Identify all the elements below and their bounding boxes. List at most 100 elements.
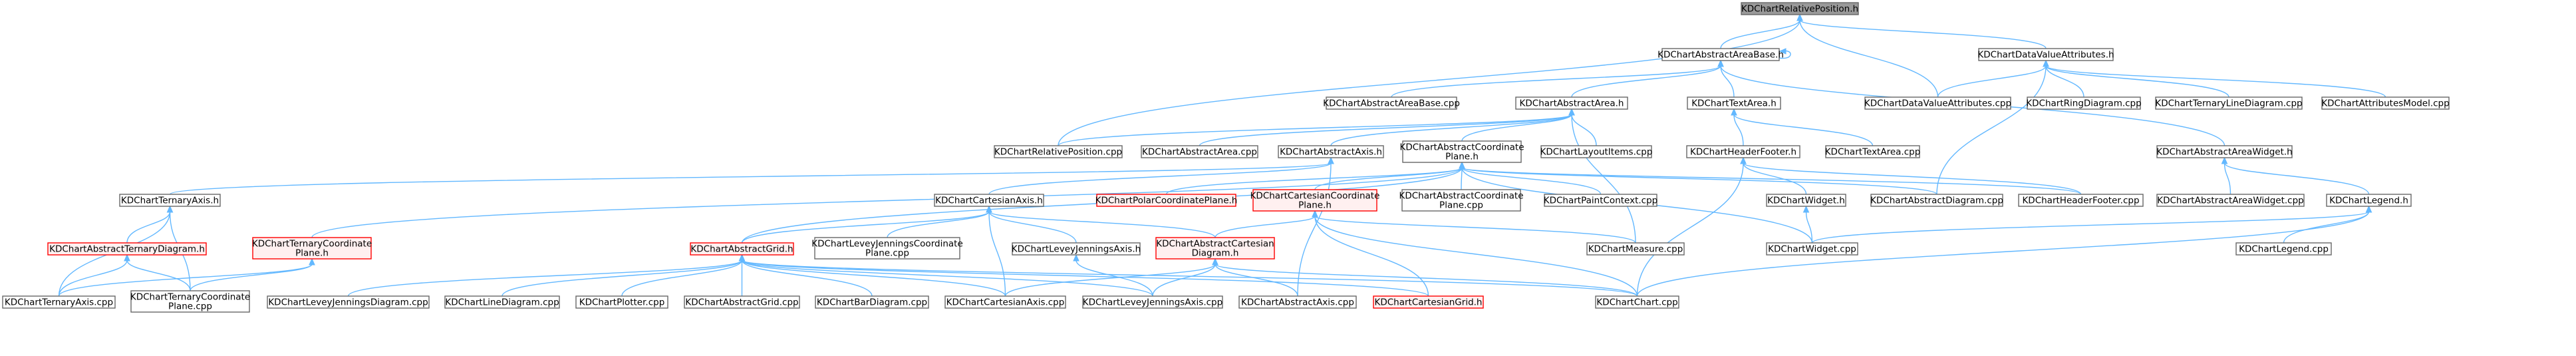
node-box[interactable] bbox=[934, 194, 1044, 207]
node-lineDiagram-cpp[interactable]: KDChartLineDiagram.cpp bbox=[444, 295, 560, 309]
node-box[interactable] bbox=[1326, 96, 1457, 110]
node-widget-h[interactable]: KDChartWidget.h bbox=[1766, 194, 1846, 207]
node-dataValueAttributes-cpp[interactable]: KDChartDataValueAttributes.cpp bbox=[1864, 96, 2011, 110]
node-box[interactable] bbox=[1540, 145, 1652, 158]
node-box[interactable] bbox=[2018, 194, 2144, 207]
node-dataValueAttributes-h[interactable]: KDChartDataValueAttributes.h bbox=[1977, 48, 2114, 61]
node-box[interactable] bbox=[1544, 194, 1657, 207]
node-abstractAxis-h[interactable]: KDChartAbstractAxis.h bbox=[1278, 145, 1384, 158]
node-box[interactable] bbox=[1141, 145, 1258, 158]
node-abstractAxis-cpp[interactable]: KDChartAbstractAxis.cpp bbox=[1238, 295, 1357, 309]
node-box[interactable] bbox=[2156, 145, 2293, 158]
node-box[interactable] bbox=[1096, 194, 1236, 207]
node-abstractAreaWidget-cpp[interactable]: KDChartAbstractAreaWidget.cpp bbox=[2156, 194, 2305, 207]
node-plotter-cpp[interactable]: KDChartPlotter.cpp bbox=[575, 295, 668, 309]
node-box[interactable] bbox=[47, 242, 207, 256]
node-box[interactable] bbox=[267, 295, 430, 309]
node-box[interactable] bbox=[944, 295, 1066, 309]
node-box[interactable] bbox=[2235, 242, 2332, 256]
node-chart-cpp[interactable]: KDChartChart.cpp bbox=[1595, 295, 1679, 309]
node-textArea-h[interactable]: KDChartTextArea.h bbox=[1687, 96, 1781, 110]
node-abstractTernaryDiagram-h[interactable]: KDChartAbstractTernaryDiagram.h bbox=[47, 242, 207, 256]
node-ternaryAxis-cpp[interactable]: KDChartTernaryAxis.cpp bbox=[2, 295, 116, 309]
node-box[interactable] bbox=[1586, 242, 1685, 256]
node-box[interactable] bbox=[1825, 145, 1920, 158]
node-root[interactable]: KDChartRelativePosition.h bbox=[1741, 2, 1859, 15]
node-relativePosition-cpp[interactable]: KDChartRelativePosition.cpp bbox=[994, 145, 1123, 158]
node-box[interactable] bbox=[119, 194, 221, 207]
node-box[interactable] bbox=[130, 290, 250, 313]
node-box[interactable] bbox=[1687, 96, 1781, 110]
node-cartesianAxis-h[interactable]: KDChartCartesianAxis.h bbox=[934, 194, 1044, 207]
node-cartesianGrid-h[interactable]: KDChartCartesianGrid.h bbox=[1373, 295, 1484, 309]
node-box[interactable] bbox=[2155, 96, 2303, 110]
node-box[interactable] bbox=[2, 295, 116, 309]
node-box[interactable] bbox=[1766, 242, 1858, 256]
node-barDiagram-cpp[interactable]: KDChartBarDiagram.cpp bbox=[815, 295, 929, 309]
node-ternaryAxis-h[interactable]: KDChartTernaryAxis.h bbox=[119, 194, 221, 207]
node-box[interactable] bbox=[575, 295, 668, 309]
node-box[interactable] bbox=[2321, 96, 2450, 110]
node-box[interactable] bbox=[444, 295, 560, 309]
node-box[interactable] bbox=[1864, 96, 2011, 110]
node-box[interactable] bbox=[1155, 237, 1275, 260]
node-polarCoordinatePlane-h[interactable]: KDChartPolarCoordinatePlane.h bbox=[1095, 194, 1238, 207]
node-box[interactable] bbox=[1766, 194, 1846, 207]
node-headerFooter-h[interactable]: KDChartHeaderFooter.h bbox=[1686, 145, 1800, 158]
node-box[interactable] bbox=[1082, 295, 1223, 309]
node-leveyJenningsAxis-h[interactable]: KDChartLeveyJenningsAxis.h bbox=[1012, 242, 1141, 256]
node-abstractAreaBase-h[interactable]: KDChartAbstractAreaBase.h bbox=[1657, 48, 1784, 61]
node-box[interactable] bbox=[1012, 242, 1141, 256]
node-abstractArea-h[interactable]: KDChartAbstractArea.h bbox=[1515, 96, 1628, 110]
node-abstractGrid-h[interactable]: KDChartAbstractGrid.h bbox=[690, 242, 794, 256]
node-box[interactable] bbox=[1238, 295, 1357, 309]
node-box[interactable] bbox=[994, 145, 1123, 158]
node-cartesianAxis-cpp[interactable]: KDChartCartesianAxis.cpp bbox=[944, 295, 1066, 309]
node-box[interactable] bbox=[690, 242, 794, 256]
node-box[interactable] bbox=[815, 295, 929, 309]
node-widget-cpp[interactable]: KDChartWidget.cpp bbox=[1766, 242, 1858, 256]
node-headerFooter-cpp[interactable]: KDChartHeaderFooter.cpp bbox=[2018, 194, 2144, 207]
node-abstractAreaWidget-h[interactable]: KDChartAbstractAreaWidget.h bbox=[2156, 145, 2293, 158]
node-abstractDiagram-cpp[interactable]: KDChartAbstractDiagram.cpp bbox=[1870, 194, 2003, 207]
node-box[interactable] bbox=[252, 237, 372, 260]
node-layoutItems-cpp[interactable]: KDChartLayoutItems.cpp bbox=[1540, 145, 1653, 158]
node-legend-h[interactable]: KDChartLegend.h bbox=[2326, 194, 2412, 207]
node-box[interactable] bbox=[1401, 189, 1521, 212]
node-box[interactable] bbox=[1870, 194, 2003, 207]
node-paintContext-cpp[interactable]: KDChartPaintContext.cpp bbox=[1544, 194, 1658, 207]
node-abstractArea-cpp[interactable]: KDChartAbstractArea.cpp bbox=[1141, 145, 1258, 158]
node-box[interactable] bbox=[1373, 295, 1484, 309]
node-attributesModel-cpp[interactable]: KDChartAttributesModel.cpp bbox=[2321, 96, 2450, 110]
node-box[interactable] bbox=[1278, 145, 1384, 158]
node-abstractAreaBase-cpp[interactable]: KDChartAbstractAreaBase.cpp bbox=[1323, 96, 1460, 110]
node-ternaryLineDiagram-cpp[interactable]: KDChartTernaryLineDiagram.cpp bbox=[2155, 96, 2303, 110]
node-box[interactable] bbox=[1402, 140, 1522, 163]
node-box[interactable] bbox=[2027, 96, 2141, 110]
node-box[interactable] bbox=[2326, 194, 2412, 207]
node-box[interactable] bbox=[1595, 295, 1679, 309]
node-leveyJenningsAxis-cpp[interactable]: KDChartLeveyJenningsAxis.cpp bbox=[1082, 295, 1223, 309]
node-box[interactable] bbox=[2156, 194, 2305, 207]
node-box[interactable] bbox=[684, 295, 800, 309]
node-textArea-cpp[interactable]: KDChartTextArea.cpp bbox=[1825, 145, 1921, 158]
node-box[interactable] bbox=[1686, 145, 1800, 158]
node-box[interactable] bbox=[1741, 2, 1859, 15]
node-box[interactable] bbox=[1978, 48, 2114, 61]
node-leveyJenningsDiagram-cpp[interactable]: KDChartLeveyJenningsDiagram.cpp bbox=[267, 295, 430, 309]
node-box[interactable] bbox=[1515, 96, 1628, 110]
node-box[interactable] bbox=[1252, 189, 1377, 212]
node-measure-cpp[interactable]: KDChartMeasure.cpp bbox=[1586, 242, 1685, 256]
node-box[interactable] bbox=[1661, 48, 1780, 61]
node-box[interactable] bbox=[814, 237, 960, 260]
node-abstractGrid-cpp[interactable]: KDChartAbstractGrid.cpp bbox=[684, 295, 800, 309]
node-ringDiagram-cpp[interactable]: KDChartRingDiagram.cpp bbox=[2026, 96, 2142, 110]
node-legend-cpp[interactable]: KDChartLegend.cpp bbox=[2235, 242, 2332, 256]
